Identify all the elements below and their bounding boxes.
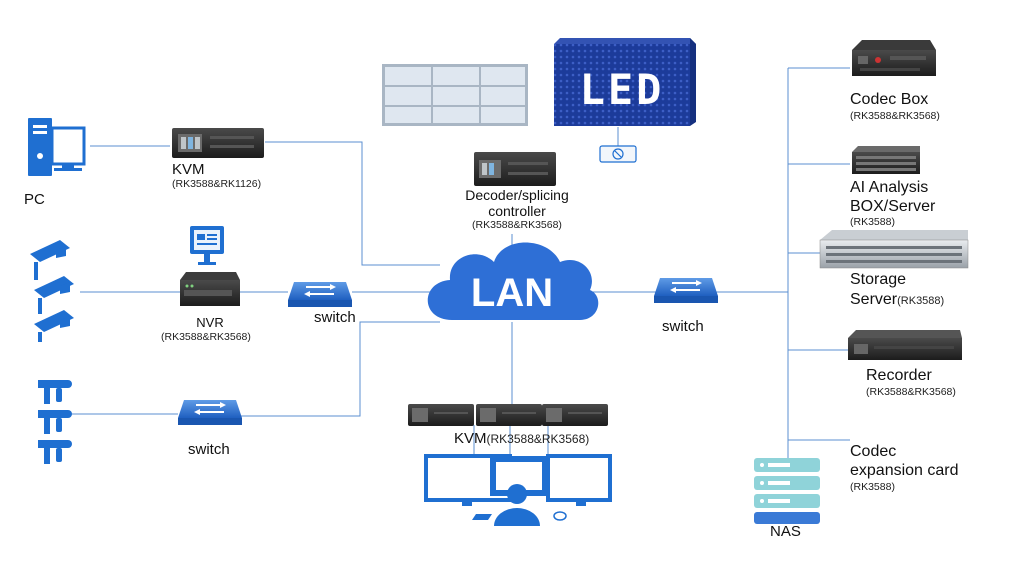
video-wall bbox=[382, 64, 528, 126]
switch-icon-mid bbox=[288, 282, 352, 307]
kvm-device-bottom bbox=[408, 404, 608, 426]
storage-label-line1: Storage bbox=[850, 271, 907, 288]
switch-low-label: switch bbox=[188, 441, 230, 458]
decoder-device bbox=[474, 152, 556, 186]
kvm-top-label: KVM bbox=[172, 161, 205, 178]
codec-card-label-line2: expansion card bbox=[850, 462, 959, 479]
kvm-bottom-name: KVM bbox=[454, 430, 487, 447]
decoder-label-line1: Decoder/splicing bbox=[465, 187, 569, 203]
connection-lines bbox=[60, 67, 850, 458]
lan-label: LAN bbox=[471, 271, 553, 315]
switch-icon-low bbox=[178, 400, 242, 425]
codec-box-chip: (RK3588&RK3568) bbox=[850, 110, 940, 122]
codec-card-label-line1: Codec bbox=[850, 443, 897, 460]
storage-label-line2: Server(RK3588) bbox=[850, 292, 944, 308]
codec-card-chip: (RK3588) bbox=[850, 481, 895, 493]
pc-icon bbox=[28, 118, 86, 176]
pc-label: PC bbox=[24, 191, 45, 208]
storage-label-line2-text: Server bbox=[850, 291, 898, 308]
codec-box-label: Codec Box bbox=[850, 91, 929, 108]
ai-box-label-line1: AI Analysis bbox=[850, 179, 929, 196]
nas-label: NAS bbox=[770, 523, 801, 540]
nvr-label: NVR bbox=[196, 315, 224, 330]
switch-icon-right bbox=[654, 278, 718, 303]
kvm-device-top bbox=[172, 128, 264, 158]
recorder-chip: (RK3588&RK3568) bbox=[866, 386, 956, 398]
nvr-chip: (RK3588&RK3568) bbox=[161, 331, 251, 343]
switch-right-label: switch bbox=[662, 318, 704, 335]
switch-mid-label: switch bbox=[314, 309, 356, 326]
led-sign: LED bbox=[554, 38, 696, 126]
recorder-label: Recorder bbox=[866, 367, 932, 384]
recorder-device bbox=[848, 330, 962, 360]
led-sign-text: LED bbox=[580, 65, 665, 114]
ai-box-chip: (RK3588) bbox=[850, 216, 895, 228]
ai-box-label-line2: BOX/Server bbox=[850, 198, 936, 215]
storage-server-device bbox=[819, 230, 969, 269]
kvm-bottom-label: KVM(RK3588&RK3568) bbox=[454, 431, 589, 446]
kvm-bottom-chip: (RK3588&RK3568) bbox=[486, 432, 590, 446]
kvm-top-chip: (RK3588&RK1126) bbox=[172, 178, 262, 190]
lan-cloud: LAN bbox=[427, 242, 599, 320]
led-controller-icon bbox=[599, 145, 637, 163]
operator-workstation-icon bbox=[424, 454, 612, 526]
ai-analysis-server-device bbox=[852, 146, 920, 174]
decoder-chip: (RK3588&RK3568) bbox=[472, 219, 562, 231]
nas-icon bbox=[754, 458, 820, 524]
codec-box-device bbox=[852, 40, 936, 76]
decoder-label-line2: controller bbox=[488, 203, 546, 219]
nvr-monitor-icon bbox=[190, 226, 224, 265]
dome-cameras-icon bbox=[38, 380, 72, 464]
storage-chip: (RK3588) bbox=[897, 295, 945, 307]
nvr-device bbox=[180, 272, 240, 306]
bullet-cameras-icon bbox=[30, 240, 74, 342]
